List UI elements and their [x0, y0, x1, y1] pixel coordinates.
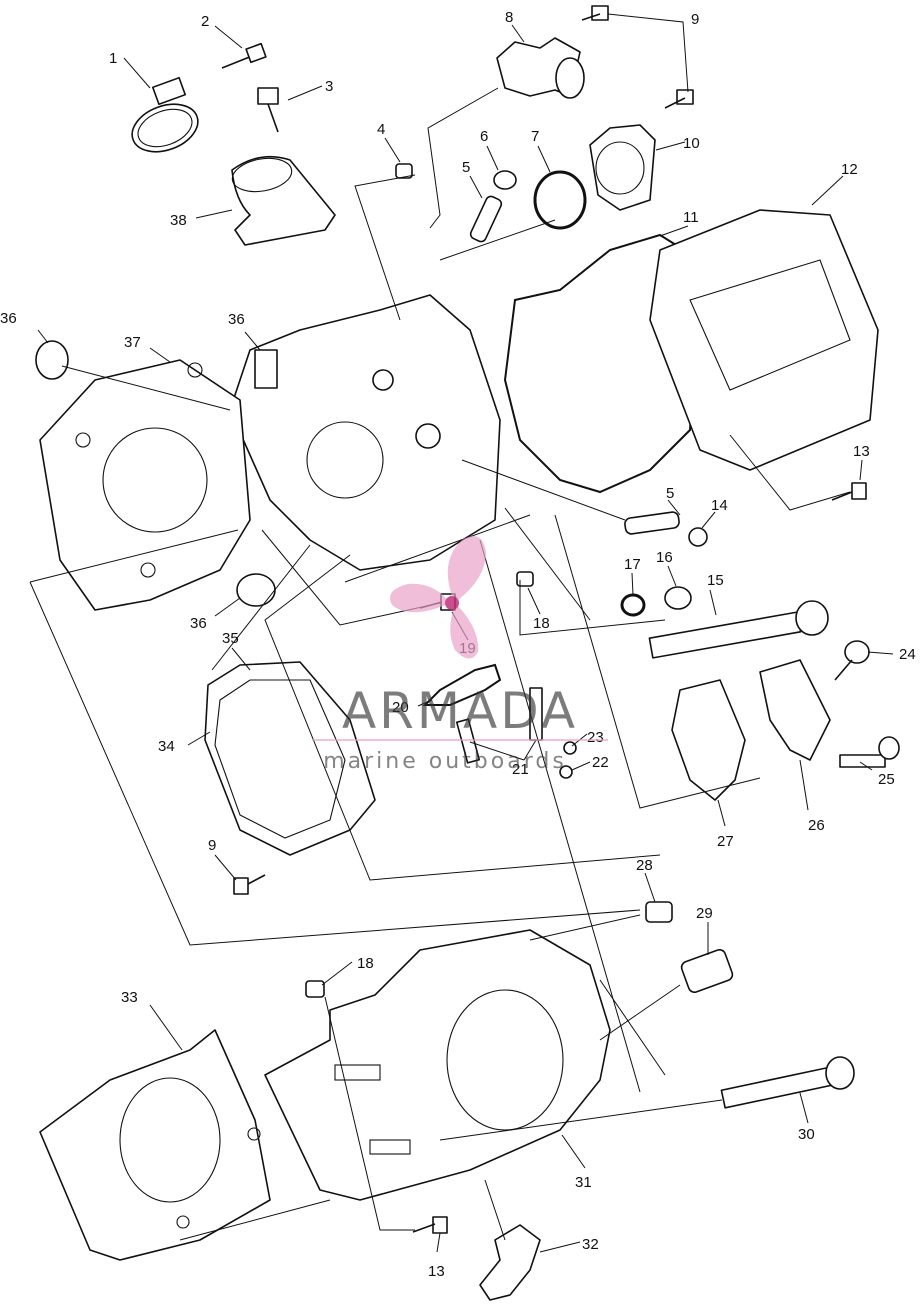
callout-label: 5	[462, 159, 470, 176]
callout-label: 36	[190, 615, 207, 632]
callout-label: 20	[392, 699, 409, 716]
part-base-gasket	[39, 1029, 271, 1261]
callout-label: 38	[170, 212, 187, 229]
part-dowel-4	[395, 163, 413, 179]
callout-label: 29	[696, 905, 713, 922]
propeller-logo-icon	[390, 536, 486, 659]
part-dowel-18-lower	[305, 980, 325, 998]
callout-label: 3	[325, 78, 333, 95]
part-clamp-screw	[221, 42, 267, 69]
callout-label: 35	[222, 630, 239, 647]
leader-lines	[29, 13, 894, 1253]
callout-label: 33	[121, 989, 138, 1006]
part-bolt-13-upper	[831, 482, 867, 501]
watermark-brand: ARMADA	[342, 682, 578, 740]
callout-label: 27	[717, 833, 734, 850]
part-nut-22	[559, 765, 573, 779]
callout-label: 24	[899, 646, 916, 663]
callout-label: 34	[158, 738, 175, 755]
callout-label: 37	[124, 334, 141, 351]
callout-label: 9	[208, 837, 216, 854]
callout-label: 25	[878, 771, 895, 788]
callout-label: 14	[711, 497, 728, 514]
part-o-ring	[533, 170, 587, 230]
callout-label: 18	[533, 615, 550, 632]
callout-label: 6	[480, 128, 488, 145]
part-bracket-27	[671, 679, 746, 801]
part-dowel-18-upper	[516, 571, 534, 587]
callout-label: 36	[228, 311, 245, 328]
part-nut-14	[688, 527, 708, 547]
callout-label: 17	[624, 556, 641, 573]
callout-label: 5	[666, 485, 674, 502]
part-long-bolt-30	[720, 1056, 855, 1109]
callout-label: 13	[853, 443, 870, 460]
part-plug-16	[664, 586, 692, 610]
callout-label: 15	[707, 572, 724, 589]
part-oil-seal-left	[35, 340, 69, 380]
callout-label: 11	[683, 209, 699, 226]
callout-label: 4	[377, 121, 385, 138]
callout-label: 30	[798, 1126, 815, 1143]
part-bolt-3	[257, 87, 279, 133]
part-side-cover	[204, 661, 376, 856]
callout-label: 21	[512, 761, 529, 778]
callout-label: 12	[841, 161, 858, 178]
callout-label: 9	[691, 11, 699, 28]
part-fitting-29	[680, 948, 734, 994]
part-long-bolt-15	[648, 600, 829, 659]
callout-label: 32	[582, 1236, 599, 1253]
callout-label: 10	[683, 135, 700, 152]
part-cover-gasket	[503, 233, 702, 494]
part-thermostat-housing	[589, 124, 656, 211]
part-bracket-26	[759, 659, 831, 761]
part-dowel-28	[645, 901, 673, 923]
part-oil-seal-lower	[236, 573, 276, 607]
callout-label: 7	[531, 128, 539, 145]
part-valve-guide-upper	[469, 195, 503, 243]
callout-label: 8	[505, 9, 513, 26]
part-bolt-25	[839, 736, 900, 768]
watermark-tagline: marine outboards	[323, 749, 567, 774]
callout-label: 26	[808, 817, 825, 834]
part-valve-cover	[649, 209, 879, 471]
callout-label: 28	[636, 857, 653, 874]
armada-watermark: ARMADA marine outboards	[312, 536, 608, 774]
part-elbow-32	[479, 1224, 541, 1301]
callout-label: 13	[428, 1263, 445, 1280]
part-intake-boot	[231, 155, 336, 246]
part-elbow-fitting	[496, 37, 585, 99]
callout-label: 1	[109, 50, 117, 67]
part-seal-cap-6	[493, 170, 517, 190]
callout-label: 22	[592, 754, 609, 771]
part-cylinder	[264, 929, 611, 1201]
callout-label: 36	[0, 310, 17, 327]
callout-label: 18	[357, 955, 374, 972]
callout-label: 31	[575, 1174, 592, 1191]
part-screw-9-upper	[581, 5, 694, 109]
part-gasket-20	[422, 663, 502, 706]
part-cylinder-head	[229, 294, 501, 571]
part-bolt-13-lower	[412, 1216, 448, 1234]
callout-label: 2	[201, 13, 209, 30]
callout-label: 23	[587, 729, 604, 746]
part-hose-clamp	[131, 76, 199, 153]
part-bolt-24	[834, 640, 870, 681]
callout-label: 16	[656, 549, 673, 566]
part-screw-9-lower	[233, 874, 266, 895]
callout-numbers: 1 2 3 4 5 6 7 8 9 10 11 12 13 5 14 16 17…	[0, 9, 916, 1280]
part-head-gasket	[39, 359, 251, 611]
part-valve-guide-lower	[624, 511, 680, 535]
part-washer-17	[620, 593, 646, 617]
